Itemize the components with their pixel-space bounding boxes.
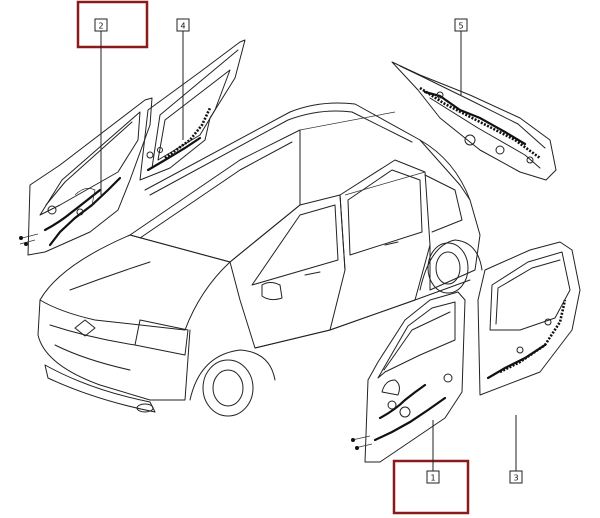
part-2-front-door-harness [19,97,153,256]
callout-4-label: 4 [180,22,185,31]
part-5-tailgate-harness [391,61,557,181]
callout-4: 4 [176,18,190,140]
callout-3: 3 [509,415,523,484]
callout-5: 5 [454,18,468,95]
callout-1-highlight [392,459,470,515]
callout-1: 1 [392,420,470,515]
callout-2-label: 2 [98,22,103,31]
part-1-front-door-harness [351,291,466,463]
part-4-rear-door-harness [139,39,246,181]
callout-5-label: 5 [458,22,463,31]
callout-2-highlight [76,0,149,49]
callout-1-label: 1 [430,474,435,483]
callout-2: 2 [76,0,149,195]
callout-3-label: 3 [513,474,518,483]
part-3-rear-door-harness [477,241,581,396]
car-body-outline [37,102,483,417]
